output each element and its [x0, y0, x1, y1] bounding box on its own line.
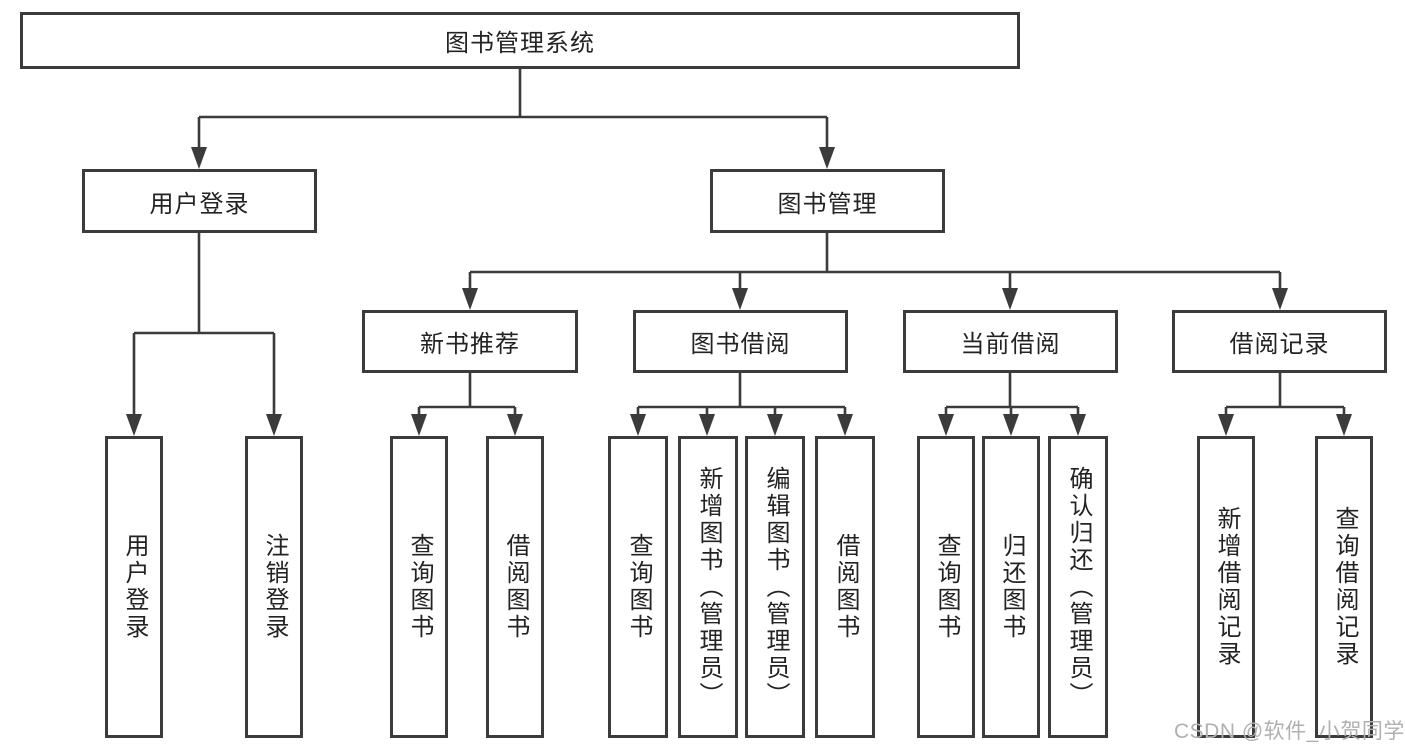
leaf-confirm-return-admin: 确认归还（管理员） — [1048, 436, 1108, 738]
leaf-query-books-borrow: 查询图书 — [608, 436, 668, 738]
leaf-edit-book-admin: 编辑图书（管理员） — [745, 436, 805, 738]
node-borrow-records: 借阅记录 — [1172, 310, 1387, 373]
csdn-watermark: CSDN @软件_小贺同学 — [1174, 720, 1405, 743]
node-user-login: 用户登录 — [82, 169, 317, 233]
node-library-system: 图书管理系统 — [20, 12, 1020, 69]
node-book-management: 图书管理 — [710, 169, 945, 233]
leaf-add-borrow-record: 新增借阅记录 — [1197, 436, 1255, 738]
leaf-add-book-admin: 新增图书（管理员） — [678, 436, 738, 738]
leaf-user-login: 用户登录 — [105, 436, 163, 738]
leaf-borrow-books-recommend: 借阅图书 — [486, 436, 544, 738]
node-new-book-recommend: 新书推荐 — [362, 310, 578, 373]
node-current-borrow: 当前借阅 — [903, 310, 1118, 373]
leaf-query-borrow-record: 查询借阅记录 — [1315, 436, 1373, 738]
leaf-borrow-books-borrow: 借阅图书 — [815, 436, 875, 738]
leaf-return-books: 归还图书 — [982, 436, 1040, 738]
node-book-borrow: 图书借阅 — [633, 310, 848, 373]
leaf-logout-login: 注销登录 — [245, 436, 303, 738]
leaf-query-books-recommend: 查询图书 — [390, 436, 448, 738]
leaf-query-books-current: 查询图书 — [917, 436, 975, 738]
